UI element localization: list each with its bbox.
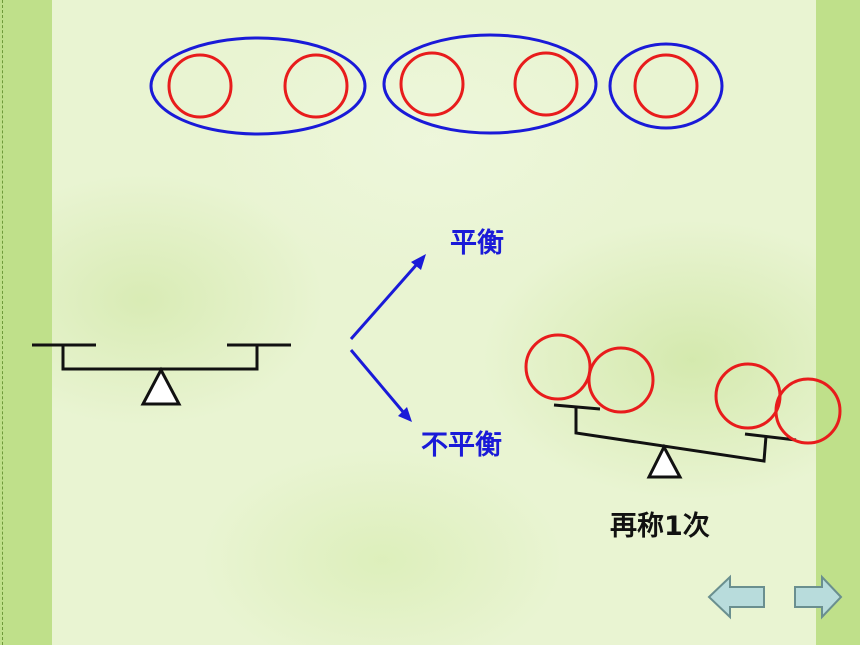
ball <box>513 51 579 117</box>
ball <box>167 53 233 119</box>
arrow-to-unbalanced <box>349 349 412 422</box>
ball <box>524 333 592 401</box>
group-ellipse <box>608 42 724 130</box>
left-margin-strip <box>0 0 52 645</box>
group-ellipse <box>149 36 367 136</box>
balance-scale-level <box>32 343 291 406</box>
group-ellipse <box>382 33 598 135</box>
left-dashed-border <box>2 0 3 645</box>
balance-scale-tilted <box>524 333 842 479</box>
left-arrow-icon <box>707 574 765 620</box>
right-margin-strip <box>816 0 860 645</box>
ball <box>399 51 465 117</box>
ball-group-3 <box>608 42 724 130</box>
balanced-label: 平衡 <box>450 228 504 259</box>
ball <box>587 346 655 414</box>
next-slide-button[interactable] <box>792 574 844 620</box>
prev-slide-button[interactable] <box>706 574 768 620</box>
ball <box>714 362 782 430</box>
right-arrow-icon <box>794 574 843 620</box>
ball-group-1 <box>149 36 367 136</box>
ball <box>774 377 842 445</box>
weigh-again-label: 再称1次 <box>610 511 710 542</box>
ball-group-2 <box>382 33 598 135</box>
ball <box>283 53 349 119</box>
arrow-to-balanced <box>349 254 426 340</box>
unbalanced-label: 不平衡 <box>421 430 502 461</box>
ball <box>633 53 699 119</box>
